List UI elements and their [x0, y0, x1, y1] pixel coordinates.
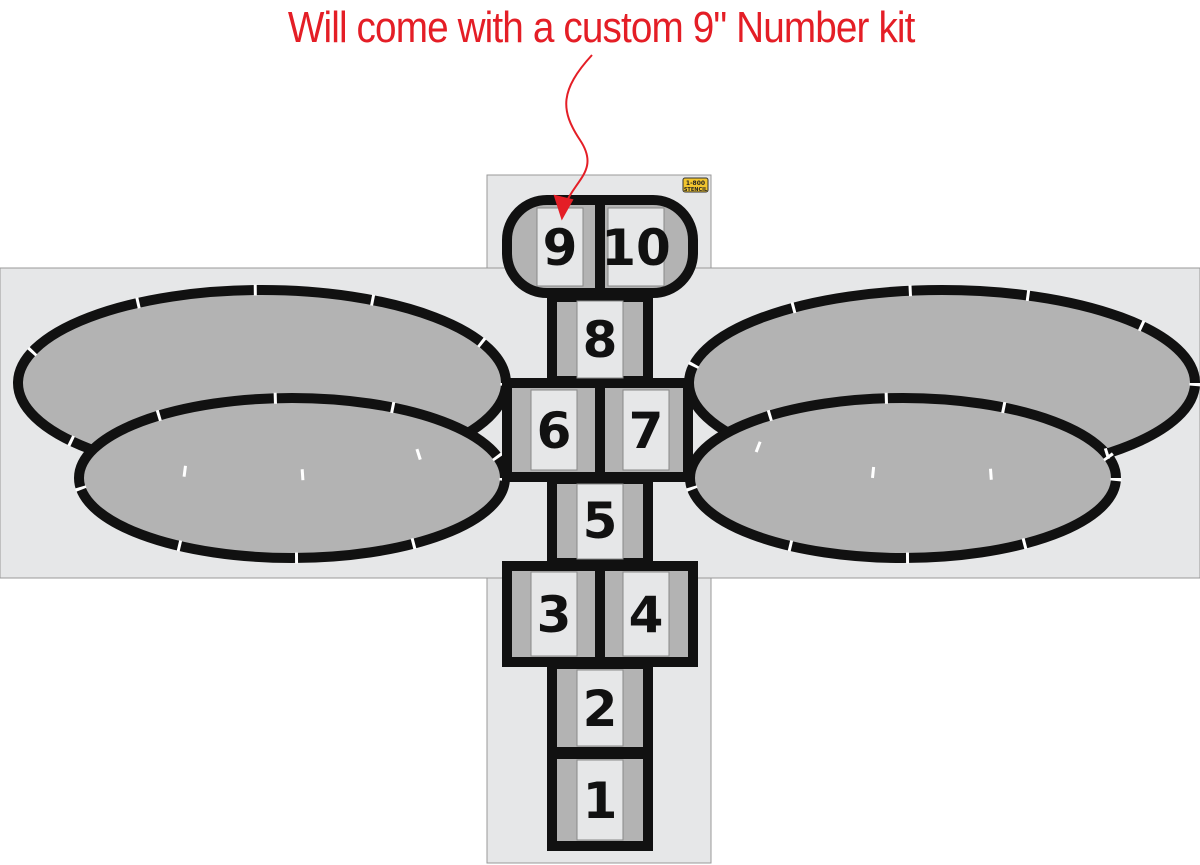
wing-bridge-marks — [683, 284, 1200, 482]
number-8: 8 — [583, 311, 618, 369]
svg-text:1-800: 1-800 — [686, 180, 705, 187]
number-5: 5 — [583, 492, 618, 550]
number-4: 4 — [629, 586, 664, 644]
number-6: 6 — [537, 402, 572, 460]
number-7: 7 — [629, 402, 664, 460]
number-3: 3 — [537, 586, 572, 644]
number-9: 9 — [543, 219, 578, 277]
stencil-logo: 1-800 STENCIL — [682, 177, 709, 193]
svg-text:STENCIL: STENCIL — [684, 187, 708, 193]
wing-lower-right — [685, 393, 1121, 563]
wing-bridge-marks — [684, 392, 1122, 564]
callout-arrow — [553, 54, 593, 221]
number-1: 1 — [583, 772, 618, 830]
number-10: 10 — [601, 219, 671, 277]
wing-lower-left — [74, 393, 510, 563]
caption-text: Will come with a custom 9" Number kit — [287, 3, 916, 52]
number-2: 2 — [583, 680, 618, 738]
